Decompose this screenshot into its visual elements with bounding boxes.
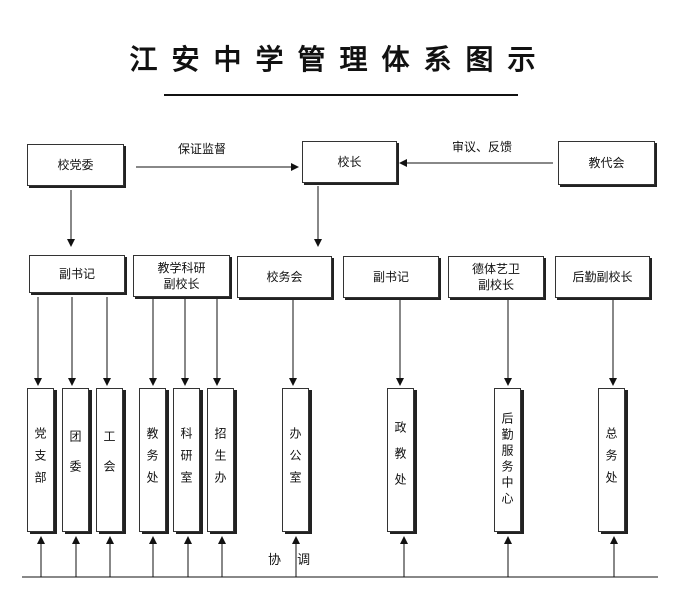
dept-label: 党支部 (33, 427, 47, 493)
dept-logistics-service-center: 后勤服务中心 (494, 388, 521, 532)
node-staff-congress: 教代会 (558, 141, 655, 185)
coordination-label: 协 调 (268, 553, 317, 568)
page-title: 江安中学管理体系图示 (129, 43, 550, 76)
node-label-line1: 教学科研 (157, 260, 206, 275)
dept-label: 教务处 (145, 427, 159, 493)
dept-label: 工会 (102, 430, 116, 490)
dept-label: 招生办 (213, 427, 227, 493)
edge-label-supervise: 保证监督 (178, 142, 227, 156)
dept-label: 团委 (68, 430, 82, 490)
node-deputy-principal-logistics: 后勤副校长 (555, 256, 650, 298)
node-label: 教代会 (588, 155, 625, 170)
dept-admissions: 招生办 (207, 388, 234, 532)
node-label-line2: 副校长 (477, 278, 514, 292)
node-deputy-secretary-2: 副书记 (343, 256, 439, 298)
edge-label-review: 审议、反馈 (452, 140, 513, 154)
dept-party-branch: 党支部 (27, 388, 54, 532)
node-label-line2: 副校长 (163, 277, 200, 291)
dept-academic-affairs: 教务处 (139, 388, 166, 532)
node-label: 副书记 (58, 266, 95, 281)
dept-label: 后勤服务中心 (500, 412, 514, 508)
dept-union: 工会 (96, 388, 123, 532)
node-deputy-secretary-1: 副书记 (29, 255, 125, 293)
dept-label: 政教处 (393, 421, 407, 499)
dept-research-office: 科研室 (173, 388, 200, 532)
node-deputy-principal-moral: 德体艺卫 副校长 (448, 256, 544, 298)
node-label-line1: 德体艺卫 (471, 261, 520, 276)
dept-general-affairs: 总务处 (598, 388, 625, 532)
node-school-affairs: 校务会 (237, 256, 332, 298)
node-party-committee: 校党委 (27, 144, 124, 186)
node-principal: 校长 (302, 141, 397, 183)
dept-label: 科研室 (179, 427, 193, 493)
node-label: 后勤副校长 (572, 269, 633, 284)
title-underline (164, 94, 518, 96)
dept-political-education: 政教处 (387, 388, 414, 532)
dept-youth-league: 团委 (62, 388, 89, 532)
node-label: 校务会 (266, 269, 303, 284)
node-label: 校长 (337, 154, 362, 169)
node-deputy-principal-teaching: 教学科研 副校长 (133, 255, 230, 297)
dept-general-office: 办公室 (282, 388, 309, 532)
dept-label: 总务处 (604, 427, 618, 493)
node-label: 校党委 (57, 157, 94, 172)
node-label: 副书记 (372, 269, 409, 284)
dept-label: 办公室 (288, 427, 302, 493)
